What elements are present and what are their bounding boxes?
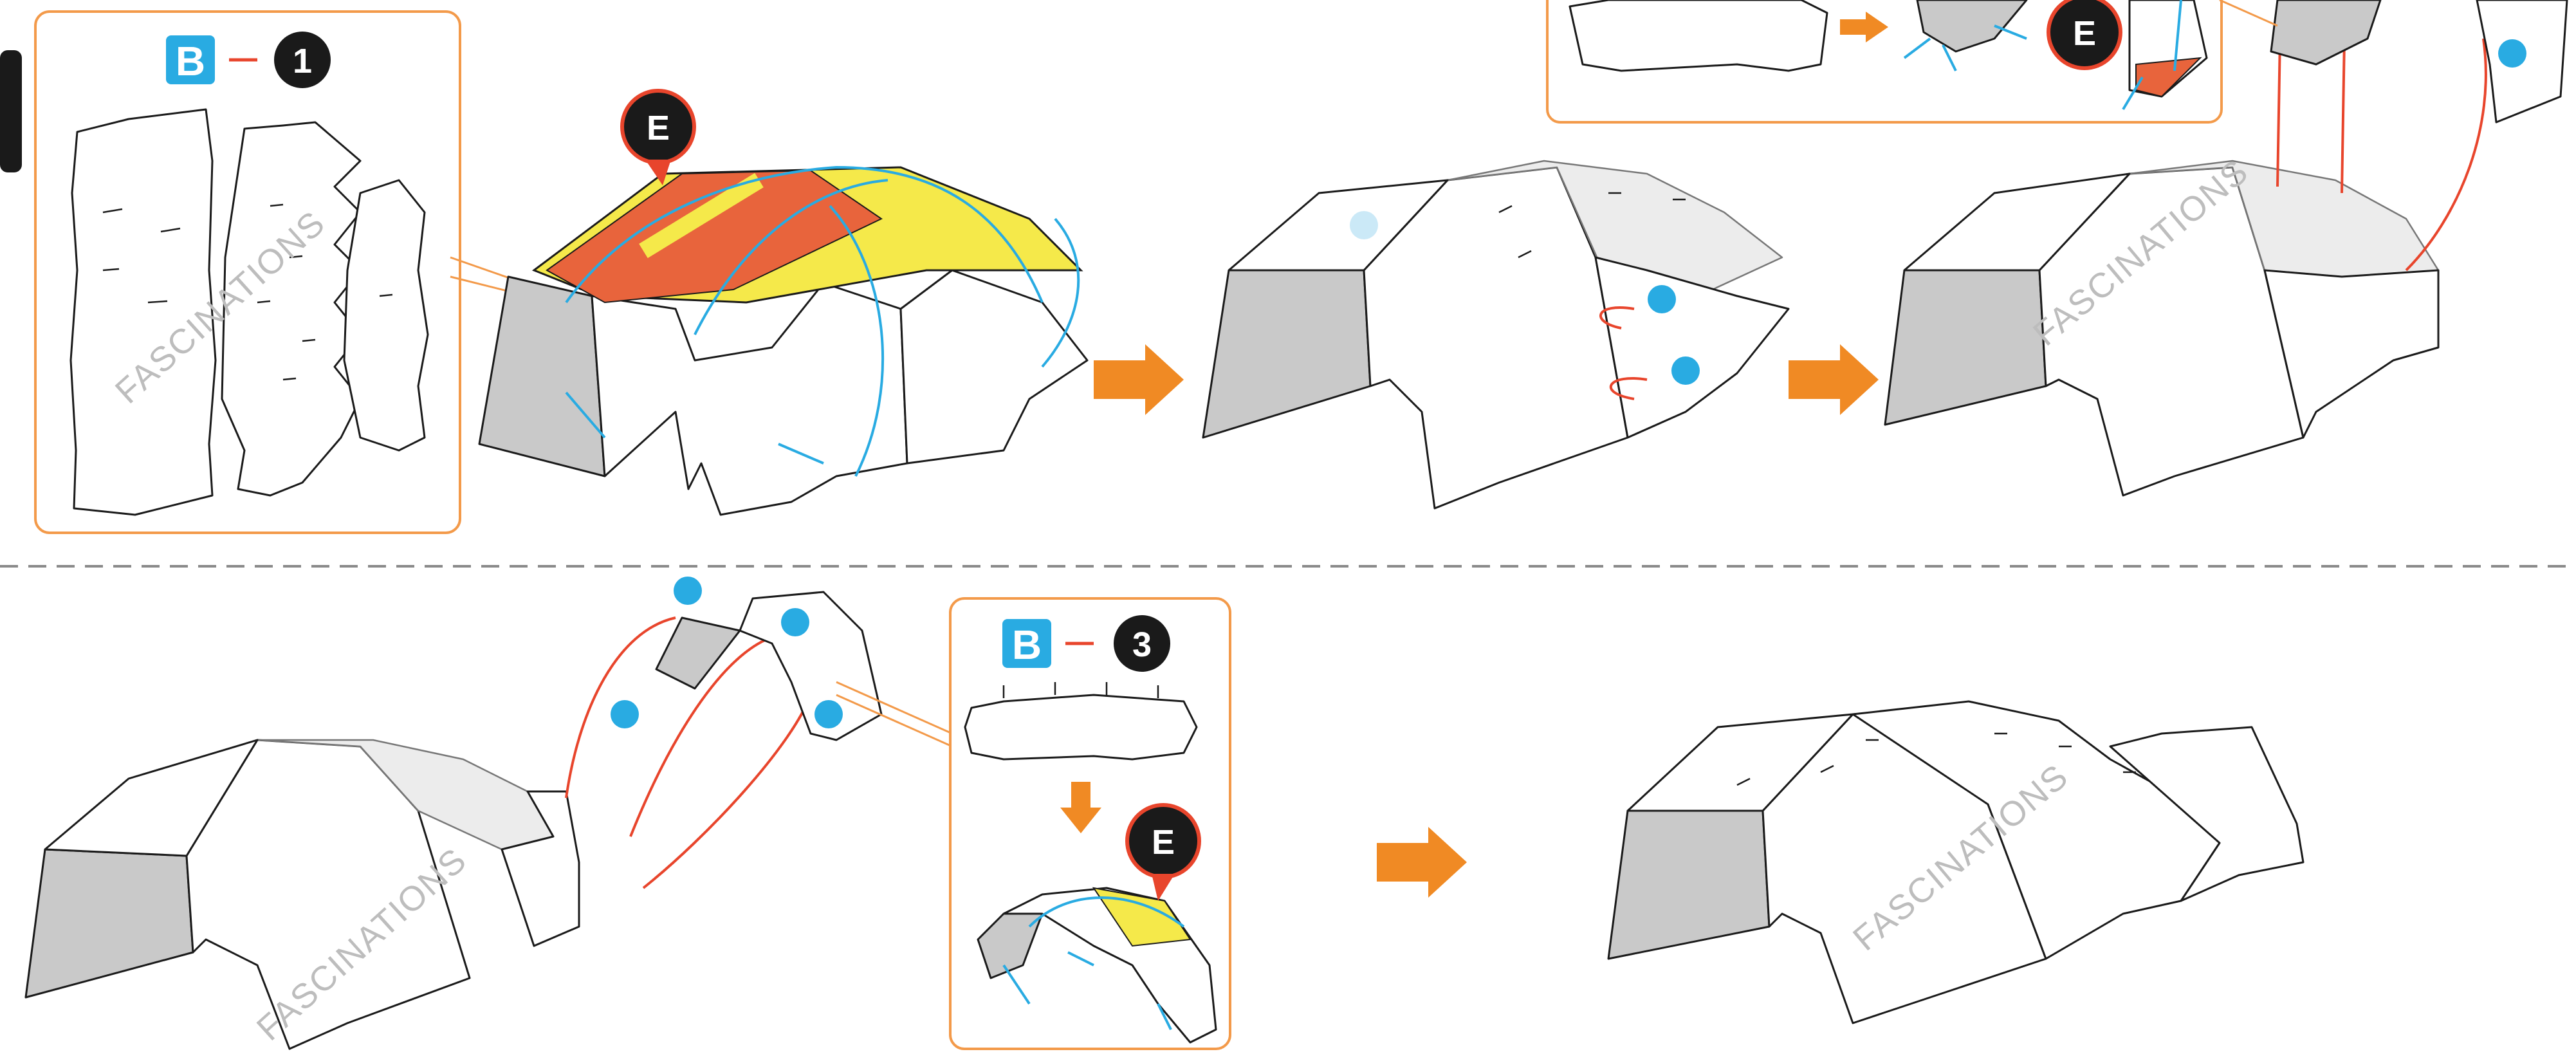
hanging-piece-top-right: [2220, 0, 2567, 122]
part-marker-icon: E: [2048, 0, 2121, 68]
part-marker-label: E: [647, 109, 670, 147]
assembly-final: FASCINATIONS: [1608, 701, 2303, 1023]
parts-panel-b1: B 1 FASCINATIONS: [35, 12, 579, 533]
part-marker-label: E: [2073, 14, 2096, 53]
assembly-stage-2: [1203, 161, 1789, 508]
connect-dot-icon: [611, 700, 639, 728]
connect-dot-icon: [2498, 39, 2526, 68]
parts-panel-top-right: E: [1547, 0, 2222, 122]
connect-dot-icon: [814, 700, 843, 728]
connect-dot-icon: [1671, 356, 1700, 385]
step-arrow-icon: [1094, 344, 1184, 415]
connect-dot-icon: [1648, 285, 1676, 313]
part-marker-icon: E: [622, 91, 694, 185]
hanging-piece-bottom: [611, 577, 952, 746]
badge-number: 3: [1132, 625, 1152, 664]
step-arrow-icon: [1377, 827, 1467, 898]
badge-number: 1: [293, 42, 312, 80]
part-marker-label: E: [1152, 823, 1175, 862]
connect-dot-icon: [674, 577, 702, 605]
flat-piece-small: [344, 180, 428, 450]
connect-dot-icon: [781, 608, 809, 636]
badge-letter: B: [176, 38, 205, 84]
assembly-stage-1: E: [479, 91, 1087, 515]
parts-panel-b3: B 3 E: [950, 598, 1230, 1049]
badge-letter: B: [1012, 622, 1042, 668]
step-arrow-icon: [1789, 344, 1879, 415]
side-tab: [0, 50, 22, 172]
